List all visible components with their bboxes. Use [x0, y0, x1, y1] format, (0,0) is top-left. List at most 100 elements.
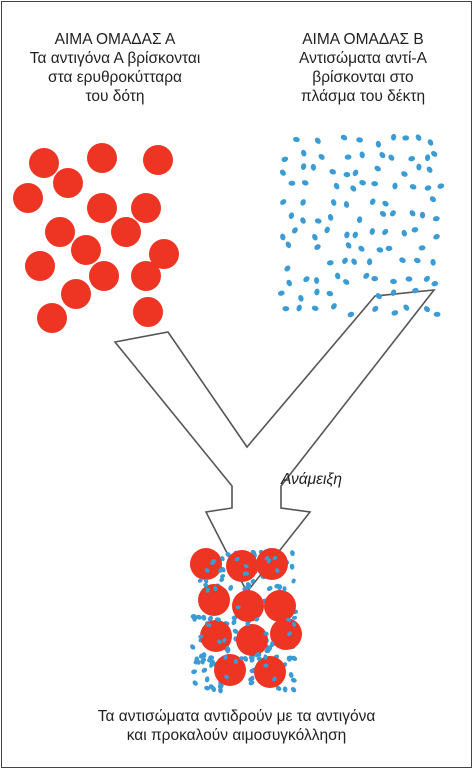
antibody-dot	[291, 226, 299, 235]
antibody-dot	[288, 212, 295, 220]
antibody-dot	[434, 312, 441, 317]
red-blood-cell	[87, 193, 117, 223]
antibody-dot	[352, 169, 360, 177]
antibody-dot	[343, 172, 350, 178]
antibody-dot	[311, 305, 319, 312]
antibody-dot	[270, 641, 274, 646]
antibody-dot	[378, 151, 386, 160]
red-blood-cell	[37, 303, 67, 333]
red-blood-cell	[13, 183, 43, 213]
antibody-dot	[356, 216, 362, 224]
antibody-dot	[400, 170, 408, 178]
antibody-dot	[386, 246, 393, 251]
agglutinated-red-cell	[236, 624, 268, 656]
antibody-dot	[296, 304, 303, 312]
red-blood-cell	[45, 217, 75, 247]
antibody-dot	[401, 229, 408, 237]
antibody-dot	[418, 245, 425, 251]
antibody-dot	[288, 672, 294, 679]
red-blood-cell	[61, 279, 91, 309]
antibody-dot	[266, 585, 274, 592]
antibody-dot	[344, 154, 351, 160]
agglutinated-red-cell	[190, 548, 222, 580]
antibody-dot	[289, 550, 295, 557]
antibody-dot	[369, 228, 376, 236]
antibody-dot	[281, 156, 289, 163]
donor-red-cells	[13, 143, 179, 333]
antibody-dot	[291, 578, 297, 584]
antibody-dot	[330, 302, 338, 311]
antibody-dot	[413, 257, 421, 264]
antibody-dot	[285, 279, 293, 287]
antibody-dot	[367, 258, 373, 265]
antibody-dot	[429, 195, 438, 203]
antibody-dot	[345, 241, 353, 250]
antibody-dot	[292, 136, 300, 143]
antibody-dot	[344, 231, 351, 239]
antibody-dot	[282, 306, 289, 312]
antibody-dot	[313, 243, 322, 251]
antibody-dot	[423, 275, 432, 283]
antibody-dot	[282, 686, 287, 693]
antibody-dot	[424, 185, 432, 192]
antibody-dot	[189, 643, 196, 651]
antibody-dot	[349, 184, 357, 193]
antibody-dot	[205, 676, 210, 682]
agglutinated-red-cell	[254, 656, 286, 688]
antibody-dot	[333, 182, 341, 190]
antibody-dot	[425, 165, 433, 174]
antibody-dot	[369, 197, 377, 205]
antibody-dot	[387, 153, 395, 162]
antibody-dot	[329, 168, 337, 175]
antibody-dot	[371, 181, 378, 187]
antibody-dot	[341, 257, 349, 266]
antibody-dot	[350, 257, 358, 266]
antibody-dot	[381, 199, 390, 207]
antibody-dot	[201, 667, 209, 674]
antibody-dot	[352, 231, 359, 239]
antibody-dot	[279, 198, 288, 206]
antibody-dot	[299, 216, 307, 224]
antibody-dot	[391, 133, 397, 141]
antibody-dot	[314, 277, 320, 284]
red-blood-cell	[143, 145, 173, 175]
antibody-dot	[324, 226, 331, 234]
red-blood-cell	[131, 193, 161, 223]
antibody-dot	[219, 573, 225, 579]
antibody-dot	[314, 137, 322, 146]
antibody-dot	[411, 226, 419, 233]
antibody-dot	[340, 134, 348, 142]
antibody-dot	[433, 216, 441, 222]
red-blood-cell	[53, 168, 83, 198]
antibody-dot	[299, 198, 307, 206]
antibody-dot	[402, 135, 409, 141]
antibody-dot	[227, 584, 234, 591]
antibody-dot	[356, 137, 364, 143]
antibody-dot	[314, 218, 322, 225]
recipient-antibodies	[277, 133, 445, 318]
result-line-1: Τα αντισώματα αντιδρούν με τα αντιγόνα	[0, 707, 473, 726]
antibody-dot	[297, 294, 304, 302]
red-blood-cell	[87, 143, 117, 173]
antibody-dot	[300, 163, 307, 171]
antibody-dot	[327, 213, 334, 221]
red-blood-cell	[71, 235, 101, 265]
antibody-dot	[398, 256, 406, 264]
antibody-dot	[362, 272, 371, 280]
antibody-dot	[283, 264, 291, 272]
antibody-dot	[279, 168, 287, 177]
red-blood-cell	[29, 148, 59, 178]
antibody-dot	[389, 209, 397, 218]
antibody-dot	[314, 288, 321, 296]
antibody-dot	[379, 210, 388, 218]
antibody-dot	[342, 278, 351, 286]
antibody-dot	[300, 149, 307, 157]
agglutinated-red-cell	[256, 548, 288, 580]
result-caption: Τα αντισώματα αντιδρούν με τα αντιγόνα κ…	[0, 707, 473, 745]
antibody-dot	[191, 679, 199, 686]
antibody-dot	[420, 212, 425, 219]
antibody-dot	[357, 245, 366, 253]
red-blood-cell	[89, 261, 119, 291]
antibody-dot	[408, 209, 416, 218]
antibody-dot	[359, 151, 365, 159]
